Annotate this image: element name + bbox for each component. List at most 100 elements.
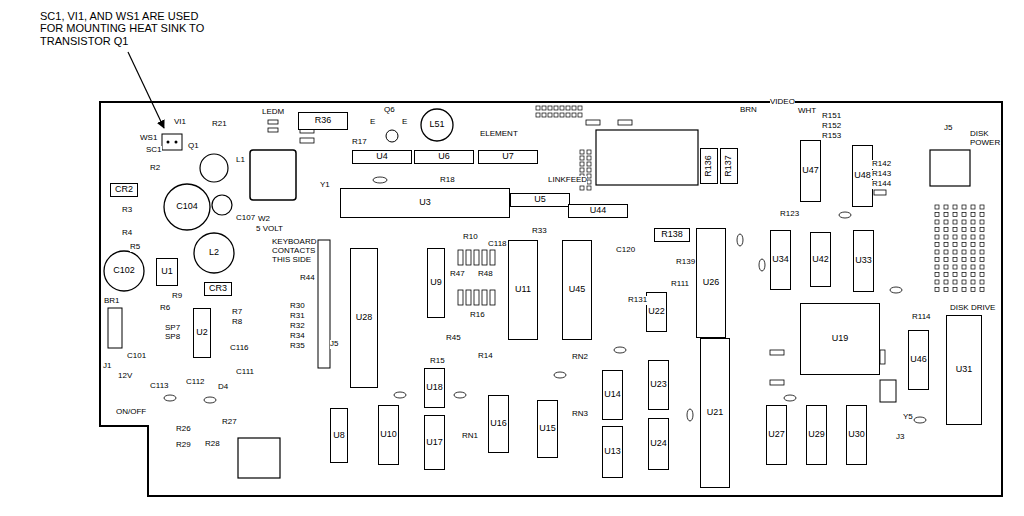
part-designator: U23 bbox=[650, 380, 667, 390]
part-label: R2 bbox=[150, 164, 160, 173]
capacitor-symbol bbox=[687, 409, 693, 421]
part-designator: U16 bbox=[490, 419, 507, 429]
solder-pad bbox=[980, 288, 984, 292]
solder-pad bbox=[587, 150, 591, 154]
part-designator: U29 bbox=[808, 430, 825, 440]
solder-pad bbox=[953, 258, 957, 262]
capacitor-symbol bbox=[914, 417, 926, 423]
part-label: R18 bbox=[440, 176, 455, 185]
part-label: R45 bbox=[446, 334, 461, 343]
part-label: R9 bbox=[172, 292, 182, 301]
solder-pad bbox=[953, 265, 957, 269]
part-label: R151 bbox=[822, 112, 841, 121]
part-label: VIDEO bbox=[770, 98, 795, 107]
transistor-q1 bbox=[162, 134, 182, 150]
part-label: C116 bbox=[230, 344, 249, 353]
solder-pad bbox=[566, 106, 570, 110]
solder-pad bbox=[962, 213, 966, 217]
solder-pad bbox=[971, 250, 975, 254]
component-box: U33 bbox=[853, 230, 874, 292]
part-designator: U46 bbox=[910, 355, 927, 365]
solder-pad bbox=[935, 243, 939, 247]
part-designator: U48 bbox=[854, 171, 871, 181]
component-box: U11 bbox=[508, 240, 538, 340]
solder-pad bbox=[935, 250, 939, 254]
solder-pad bbox=[944, 220, 948, 224]
part-label: BR1 bbox=[104, 297, 120, 306]
resistor-symbol bbox=[268, 120, 278, 124]
solder-pad bbox=[980, 228, 984, 232]
component-box: U2 bbox=[193, 308, 211, 358]
capacitor-symbol bbox=[394, 392, 406, 398]
solder-pad bbox=[578, 113, 582, 117]
part-label: C107 bbox=[236, 214, 255, 223]
solder-pad bbox=[542, 106, 546, 110]
part-designator: U28 bbox=[356, 313, 373, 323]
part-label: J3 bbox=[896, 433, 904, 442]
component-box: U13 bbox=[602, 426, 623, 478]
solder-pad bbox=[980, 243, 984, 247]
board-outline bbox=[100, 102, 1002, 496]
solder-pad bbox=[944, 228, 948, 232]
part-label: ELEMENT bbox=[480, 130, 518, 139]
module-block bbox=[596, 130, 698, 185]
solder-pad bbox=[953, 243, 957, 247]
part-label: BRN bbox=[740, 106, 757, 115]
solder-pad bbox=[587, 174, 591, 178]
solder-pad bbox=[944, 243, 948, 247]
component-box: U3 bbox=[340, 188, 510, 218]
component-box: U17 bbox=[424, 415, 445, 470]
component-box: CR3 bbox=[204, 282, 232, 296]
solder-pad bbox=[944, 265, 948, 269]
part-label: POWER bbox=[970, 139, 1000, 148]
part-designator: U5 bbox=[534, 195, 546, 205]
resistor-symbol bbox=[268, 128, 278, 132]
solder-pad bbox=[962, 228, 966, 232]
component-box: U48 bbox=[852, 145, 873, 207]
component-box: R36 bbox=[298, 112, 348, 130]
component-box: U27 bbox=[766, 405, 787, 465]
part-designator: U47 bbox=[802, 166, 819, 176]
part-label: R35 bbox=[290, 342, 305, 351]
component-box: U24 bbox=[648, 418, 669, 470]
solder-pad bbox=[953, 205, 957, 209]
part-designator: U13 bbox=[604, 447, 621, 457]
component-box: U15 bbox=[537, 400, 558, 458]
component-box: U6 bbox=[414, 150, 474, 164]
solder-pad bbox=[962, 235, 966, 239]
part-label: R5 bbox=[130, 243, 140, 252]
part-designator: U1 bbox=[161, 267, 173, 277]
part-designator: L51 bbox=[429, 120, 444, 130]
part-label: R111 bbox=[671, 280, 689, 289]
solder-pad bbox=[953, 273, 957, 277]
inductor-circle bbox=[200, 154, 228, 182]
part-label: C101 bbox=[127, 352, 146, 361]
component-box: U16 bbox=[488, 395, 509, 453]
solder-pad bbox=[580, 150, 584, 154]
part-label: R21 bbox=[212, 120, 227, 129]
solder-pad bbox=[944, 235, 948, 239]
component-box: U4 bbox=[352, 150, 412, 164]
component-box: U46 bbox=[908, 330, 929, 390]
part-label: R26 bbox=[176, 425, 191, 434]
part-label: RN1 bbox=[462, 432, 478, 441]
part-label: R123 bbox=[780, 210, 799, 219]
solder-pad bbox=[962, 273, 966, 277]
solder-pad bbox=[980, 273, 984, 277]
solder-pad bbox=[962, 280, 966, 284]
part-label: WHT bbox=[798, 107, 816, 116]
capacitor-symbol bbox=[614, 347, 626, 353]
solder-pad bbox=[560, 113, 564, 117]
part-designator: U21 bbox=[707, 408, 724, 418]
component-box: U7 bbox=[478, 150, 538, 164]
component-box: U1 bbox=[156, 258, 178, 286]
solder-pad bbox=[542, 113, 546, 117]
solder-pad bbox=[944, 273, 948, 277]
solder-pad bbox=[548, 106, 552, 110]
solder-pad bbox=[944, 250, 948, 254]
switch-block bbox=[238, 438, 280, 478]
resistor-symbol bbox=[490, 290, 495, 305]
solder-pad bbox=[580, 186, 584, 190]
solder-pad bbox=[971, 273, 975, 277]
component-outline bbox=[104, 251, 144, 291]
